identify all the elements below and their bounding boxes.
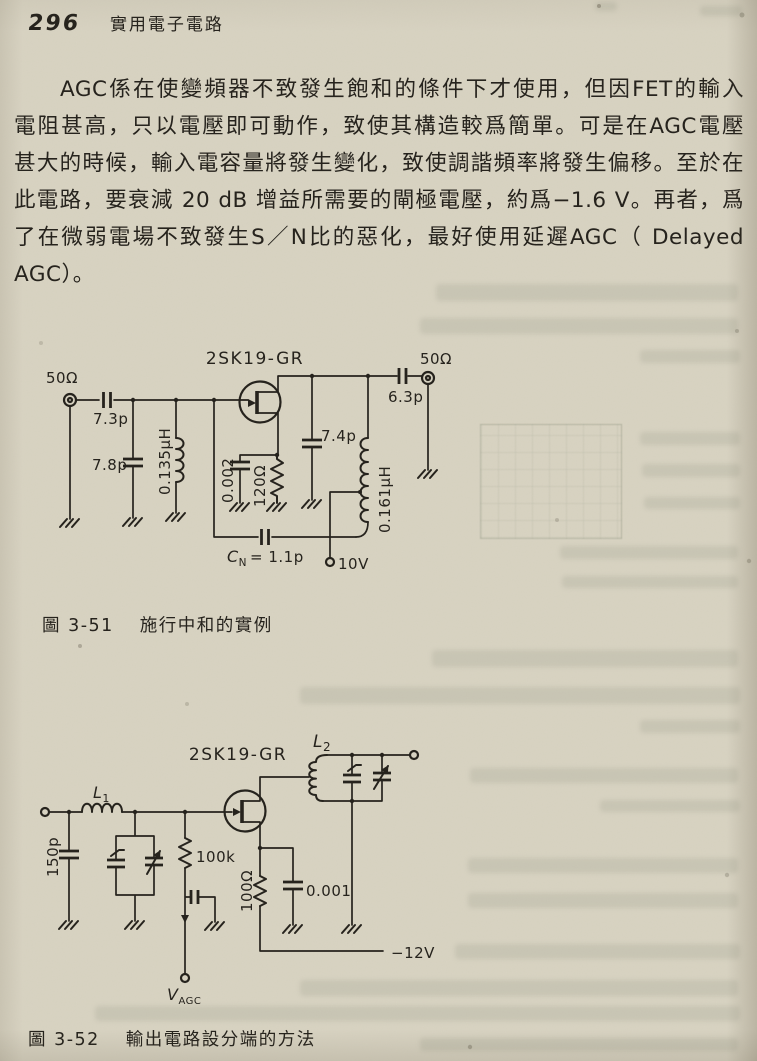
bleed-through-mark [468,893,738,908]
vagc-label: VAGC [167,985,201,1007]
cn-subscript: N [239,557,247,569]
body-paragraph: AGC係在使變頻器不致發生飽和的條件下才使用，但因FET的輸入 電阻甚高，只以電… [14,71,744,293]
supply-label: −12V [391,944,435,962]
bleed-through-graph [480,424,622,539]
l1-symbol: L [93,783,102,802]
figure-title: 施行中和的實例 [139,616,273,636]
capacitor-7p3-label: 7.3p [93,410,128,428]
figure-label: 圖 3-52 [28,1030,100,1050]
vagc-terminal [179,972,191,984]
capacitor-150p [59,849,79,860]
vagc-symbol: V [167,985,179,1004]
capacitor-7p4 [302,438,322,449]
capacitor-0001-label: 0.001 [306,882,351,900]
bleed-through-mark [420,318,738,334]
figure-3-52-schematic: 2SK19-GR 150p L1 100k [39,732,435,1007]
bleed-through-mark [562,576,738,588]
figure-3-51-schematic: 2SK19-GR 50Ω 7.3p 7.8p 0.135μH [46,349,452,573]
capacitor-cn [260,529,270,545]
paragraph-line: AGC係在使變頻器不致發生飽和的條件下才使用，但因FET的輸入 [60,77,744,102]
paragraph-line: 甚大的時候，輸入電容量將發生變化，致使調諧頻率將發生偏移。至於在 [14,151,744,176]
paragraph-line: AGC）。 [14,262,95,287]
bleed-through-mark [640,350,740,363]
bleed-through-mark [595,2,617,11]
bleed-through-mark [560,546,738,559]
page-number: 296 [26,11,82,36]
output-terminal [408,749,420,761]
resistor-100ohm-label: 100Ω [238,870,256,912]
capacitor-6p3 [397,368,408,384]
capacitor-150p-label: 150p [44,837,62,877]
cn-symbol: C [227,547,239,566]
inductor-0135uH [175,437,185,483]
rf-input-terminal [62,392,78,408]
agc-arrow [181,915,189,923]
supply-label: 10V [338,555,369,573]
bleed-through-mark [420,1038,738,1051]
capacitor-7p3 [102,392,112,408]
resistor-100k [178,837,192,869]
input-impedance-label: 50Ω [46,369,78,387]
figure-label: 圖 3-51 [42,616,114,636]
resistor-120ohm [270,454,284,504]
inductor-l1-label: L1 [93,783,110,805]
transistor-label: 2SK19-GR [189,745,287,765]
capacitor-0001 [283,880,303,891]
bleed-through-mark [468,858,738,873]
bleed-through-mark [642,464,740,477]
gate-arrow [233,808,241,816]
capacitor-7p8-label: 7.8p [92,456,127,474]
paragraph-line: 此電路，要衰減 20 dB 增益所需要的閘極電壓，約爲−1.6 V。再者，爲 [14,188,744,213]
bleed-through-mark [700,6,742,16]
supply-terminal [324,556,336,568]
figure-title: 輸出電路設分端的方法 [125,1030,316,1050]
l2-symbol: L [313,732,323,752]
vagc-subscript: AGC [178,996,201,1007]
paragraph-line: 電阻甚高，只以電壓即可動作，致使其構造較爲簡單。可是在AGC電壓 [14,114,744,139]
capacitor-7p4-label: 7.4p [321,427,356,445]
gate-arrow [248,399,256,407]
l1-subscript: 1 [102,792,110,805]
cn-value: = 1.1p [250,548,304,566]
resistor-120ohm-label: 120Ω [251,465,269,507]
agc-bypass-capacitor [189,890,200,904]
bleed-through-mark [644,497,740,509]
inductor-0135uH-label: 0.135μH [156,428,174,495]
capacitor-6p3-label: 6.3p [388,388,423,406]
bleed-through-mark [640,432,740,445]
inductor-l2 [308,754,328,802]
figure-3-51-caption: 圖 3-51 施行中和的實例 [42,612,273,637]
inductor-0161uH-label: 0.161μH [376,466,394,533]
input-terminal [39,806,51,818]
transistor-label: 2SK19-GR [206,349,304,369]
page-header: 296 實用電子電路 [26,10,224,36]
ground-symbols [58,920,362,934]
bleed-through-mark [432,650,738,667]
wire [355,521,369,538]
fet-2sk19 [238,380,282,424]
rf-output-terminal [420,370,436,386]
capacitor-0002-label: 0.002 [219,458,237,503]
dust-specks [0,0,2,2]
inductor-0161uH [359,437,369,523]
figure-3-52-caption: 圖 3-52 輸出電路設分端的方法 [28,1026,316,1051]
paragraph-line: 了在微弱電場不致發生S／N比的惡化，最好使用延遲AGC（ Delayed [14,225,744,250]
inductor-l2-label: L2 [313,732,331,754]
resistor-100k-label: 100k [196,848,235,866]
output-impedance-label: 50Ω [420,350,452,368]
bleed-through-mark [470,768,738,783]
bleed-through-mark [455,944,740,959]
bleed-through-mark [600,800,740,812]
fet-2sk19 [223,789,267,833]
capacitor-cn-label: CN= 1.1p [227,547,304,569]
bleed-through-mark [300,687,740,704]
l2-subscript: 2 [323,740,331,754]
bleed-through-mark [640,720,740,733]
book-title: 實用電子電路 [109,15,224,35]
